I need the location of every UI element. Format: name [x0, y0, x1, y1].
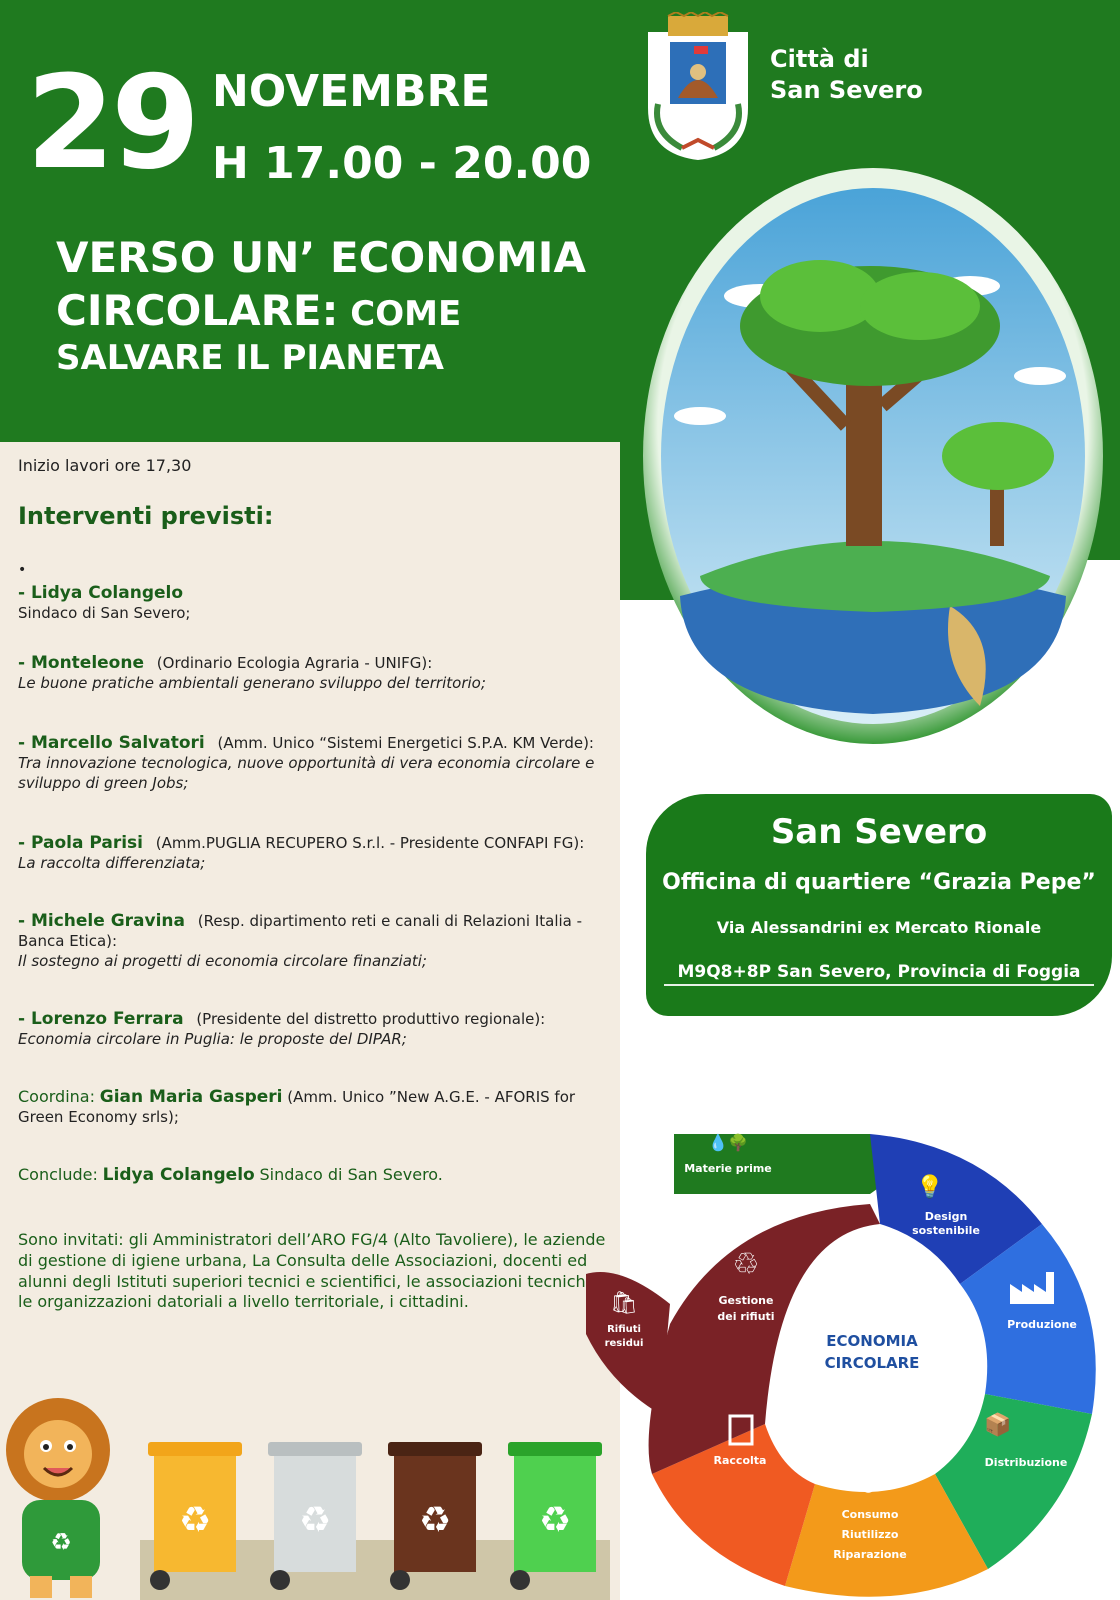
- title-line-2-small: COME: [338, 293, 462, 334]
- segment-production: [960, 1224, 1096, 1414]
- label-design-1: Design: [925, 1210, 968, 1223]
- speaker-item: - Monteleone (Ordinario Ecologia Agraria…: [18, 652, 618, 694]
- speaker-role: (Ordinario Ecologia Agraria - UNIFG):: [156, 654, 433, 672]
- segment-distribution: [935, 1394, 1092, 1569]
- program-panel: [0, 442, 620, 1600]
- title-line-2-big: CIRCOLARE:: [56, 285, 339, 335]
- invited-text: Sono invitati: gli Amministratori dell’A…: [18, 1230, 606, 1312]
- label-consumption-3: Riparazione: [833, 1548, 906, 1561]
- bullet-dot: •: [18, 562, 27, 578]
- coordinator-role: (Amm. Unico ”New A.G.E. - AFORIS for Gre…: [18, 1088, 576, 1127]
- lion-mascot-illustration: ♻: [6, 1398, 110, 1598]
- recycle-icon: ♻: [179, 1500, 211, 1541]
- event-title: VERSO UN’ ECONOMIA CIRCOLARE: COME SALVA…: [56, 232, 586, 380]
- speaker-item: - Marcello Salvatori (Amm. Unico “Sistem…: [18, 732, 618, 793]
- coordinator-name: Gian Maria Gasperi: [99, 1087, 283, 1107]
- speaker-item: - Lidya Colangelo Sindaco di San Severo;: [18, 582, 618, 624]
- speaker-name: - Marcello Salvatori: [18, 733, 205, 753]
- speaker-role: (Amm.PUGLIA RECUPERO S.r.l. - Presidente…: [155, 834, 585, 852]
- venue-underline: [664, 984, 1094, 986]
- title-line-1: VERSO UN’ ECONOMIA: [56, 233, 586, 282]
- speaker-name: - Michele Gravina: [18, 911, 185, 931]
- event-day: 29: [26, 49, 200, 198]
- water-leaf-icon: 💧🌳: [708, 1133, 748, 1152]
- yellow-bin: ♻: [148, 1442, 242, 1590]
- segment-residual: [586, 1272, 670, 1414]
- label-consumption-1: Consumo: [842, 1508, 899, 1521]
- earth-tree-illustration: [643, 168, 1103, 744]
- segment-consumption: [785, 1474, 988, 1597]
- venue-code: M9Q8+8P San Severo, Provincia di Foggia: [677, 962, 1081, 982]
- coordinator: Coordina: Gian Maria Gasperi (Amm. Unico…: [18, 1086, 618, 1128]
- segment-design: [870, 1134, 1042, 1284]
- conclusion: Conclude: Lidya Colangelo Sindaco di San…: [18, 1164, 618, 1186]
- event-month: NOVEMBRE: [212, 66, 491, 117]
- venue-address: Via Alessandrini ex Mercato Rionale: [716, 918, 1042, 937]
- venue-box: San Severo Officina di quartiere “Grazia…: [646, 794, 1112, 1016]
- organizer-name: Città di San Severo: [770, 44, 923, 106]
- venue-place: Officina di quartiere “Grazia Pepe”: [662, 870, 1096, 895]
- title-line-3: SALVARE IL PIANETA: [56, 338, 444, 378]
- segment-collection: [652, 1424, 815, 1586]
- hand-truck-icon: 📦: [984, 1412, 1011, 1438]
- speaker-name: - Lidya Colangelo: [18, 583, 184, 603]
- label-residual-1: Rifiuti: [607, 1324, 641, 1335]
- recycle-icon: ♻: [419, 1500, 451, 1541]
- speaker-item: - Michele Gravina (Resp. dipartimento re…: [18, 910, 618, 971]
- cycle-arrows-icon: ⟳: [861, 1475, 879, 1500]
- factory-icon: [1010, 1272, 1054, 1304]
- label-waste-1: Gestione: [719, 1294, 774, 1307]
- circular-economy-diagram: ECONOMIA CIRCOLARE Materie prime 💧🌳 Desi…: [586, 1133, 1096, 1597]
- trash-bin-icon: [728, 1414, 754, 1446]
- event-hours: H 17.00 - 20.00: [212, 138, 592, 189]
- label-collection: Raccolta: [714, 1454, 767, 1467]
- segment-materials: [674, 1134, 898, 1194]
- conclusion-name: Lidya Colangelo: [102, 1165, 255, 1185]
- segment-waste-management: [648, 1204, 880, 1474]
- start-time: Inizio lavori ore 17,30: [18, 456, 192, 475]
- grey-bin: ♻: [268, 1442, 362, 1590]
- speakers-heading: Interventi previsti:: [18, 502, 274, 530]
- label-waste-2: dei rifiuti: [717, 1310, 774, 1323]
- coordinator-prefix: Coordina:: [18, 1087, 95, 1106]
- garbage-bag-icon: 🛍: [610, 1291, 638, 1316]
- speaker-item: - Paola Parisi (Amm.PUGLIA RECUPERO S.r.…: [18, 832, 618, 874]
- speaker-role: Sindaco di San Severo;: [18, 604, 191, 623]
- speaker-role: (Resp. dipartimento reti e canali di Rel…: [18, 912, 583, 951]
- label-production: Produzione: [1007, 1318, 1077, 1331]
- center-circle: [786, 1266, 958, 1438]
- conclusion-prefix: Conclude:: [18, 1165, 98, 1184]
- recycle-icon: ♻: [299, 1500, 331, 1541]
- speaker-role: (Amm. Unico “Sistemi Energetici S.P.A. K…: [217, 734, 594, 752]
- organizer-line-1: Città di: [770, 45, 869, 73]
- speaker-name: - Lorenzo Ferrara: [18, 1009, 184, 1029]
- speaker-talk: Economia circolare in Puglia: le propost…: [18, 1030, 407, 1049]
- center-label-2: CIRCOLARE: [825, 1354, 920, 1372]
- speaker-talk: Il sostegno ai progetti di economia circ…: [18, 951, 427, 970]
- label-residual-2: residui: [605, 1338, 644, 1349]
- label-consumption-2: Riutilizzo: [841, 1528, 898, 1541]
- speaker-item: - Lorenzo Ferrara (Presidente del distre…: [18, 1008, 618, 1050]
- brown-bin: ♻: [388, 1442, 482, 1590]
- recycle-icon: ♻: [539, 1500, 571, 1541]
- conclusion-role: Sindaco di San Severo.: [259, 1165, 443, 1184]
- label-design-2: sostenibile: [912, 1224, 980, 1237]
- label-distribution: Distribuzione: [985, 1456, 1068, 1469]
- city-crest-icon: [648, 12, 748, 160]
- speaker-name: - Monteleone: [18, 653, 144, 673]
- speaker-talk: Tra innovazione tecnologica, nuove oppor…: [18, 754, 595, 792]
- speaker-role: (Presidente del distretto produttivo reg…: [196, 1010, 546, 1028]
- recycle-icon: ♲: [733, 1247, 760, 1282]
- lightbulb-icon: 💡: [916, 1174, 943, 1200]
- green-bin: ♻: [508, 1442, 602, 1590]
- venue-city: San Severo: [770, 812, 988, 852]
- recycling-bins-illustration: ♻ ♻ ♻ ♻: [140, 1442, 610, 1600]
- speaker-name: - Paola Parisi: [18, 833, 143, 853]
- speaker-talk: Le buone pratiche ambientali generano sv…: [18, 674, 486, 693]
- recycle-icon: ♻: [50, 1528, 72, 1556]
- center-label-1: ECONOMIA: [826, 1332, 918, 1350]
- organizer-line-2: San Severo: [770, 76, 923, 105]
- label-materials: Materie prime: [684, 1162, 772, 1175]
- speaker-talk: La raccolta differenziata;: [18, 854, 206, 873]
